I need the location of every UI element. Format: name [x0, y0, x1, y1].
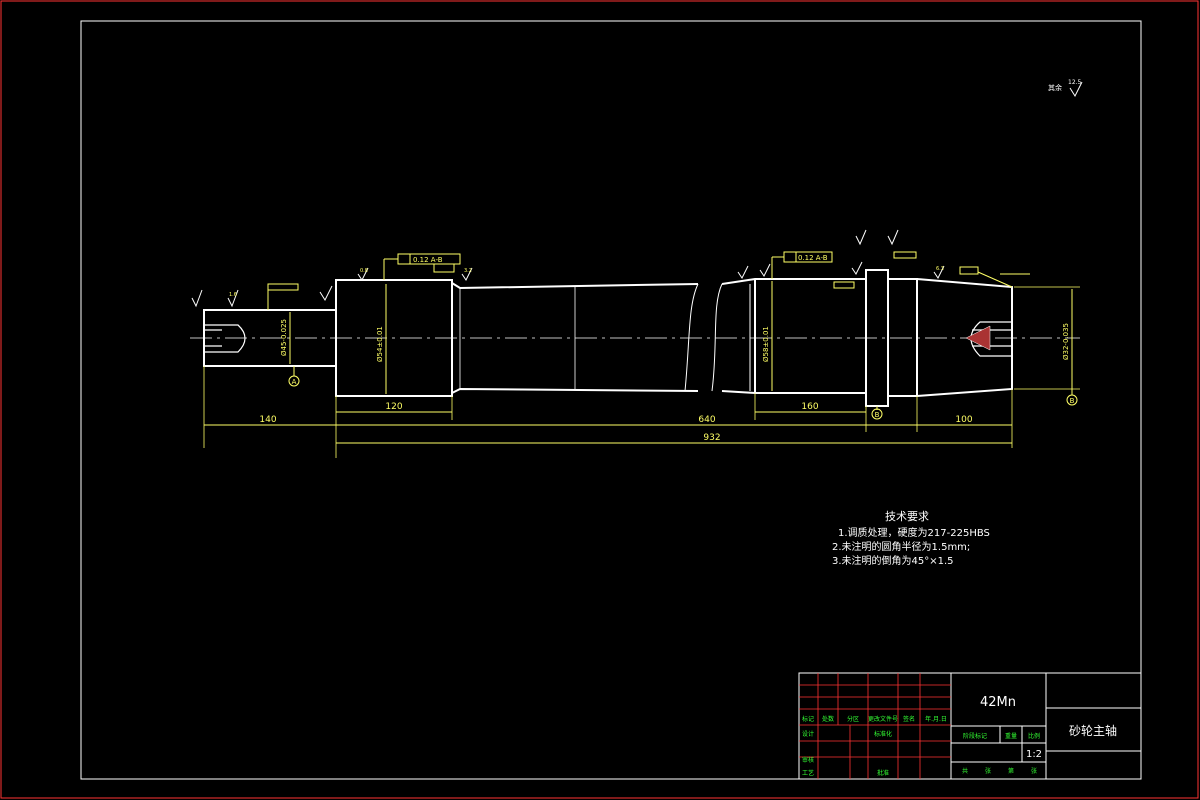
- extension-lines: [203, 286, 1080, 458]
- row-label-mark: 标记: [802, 715, 814, 723]
- row-label-date: 年.月.日: [925, 715, 947, 723]
- roughness-label-16: 1.6: [229, 292, 237, 298]
- mid-label-standard: 标准化: [874, 730, 892, 738]
- datum-b-flange-label: B: [875, 411, 880, 419]
- dim-160: 160: [801, 402, 818, 412]
- row-label-sign: 签名: [903, 715, 915, 723]
- datum-b-right: B: [1066, 387, 1078, 406]
- title-block: 42Mn 砂轮主轴 1:2 比例 重量 阶段标记 标记 处数 分区 更改文件号 …: [798, 672, 1142, 780]
- tolerance-frame-left: 0.12 A-B: [383, 253, 461, 280]
- left-label-design: 设计: [802, 730, 814, 738]
- requirement-item-1: 1.调质处理，硬度为217-225HBS: [838, 526, 990, 539]
- tolerance-left-text: 0.12 A-B: [413, 256, 443, 264]
- datum-a: A: [288, 366, 300, 387]
- requirement-item-2: 2.未注明的圆角半径为1.5mm;: [832, 540, 970, 553]
- dim-dia-right: Ø58±0.01: [762, 326, 770, 362]
- dim-dia-body: Ø54±0.01: [376, 326, 384, 362]
- datum-b-flange: B: [871, 406, 883, 420]
- row-label-zone: 分区: [847, 715, 859, 723]
- dim-dia-left: Ø45-0.025: [280, 319, 288, 356]
- stage-label: 阶段标记: [963, 732, 987, 740]
- scale-value: 1:2: [1026, 749, 1042, 760]
- dim-140: 140: [259, 415, 276, 425]
- row-label-count: 处数: [822, 715, 834, 723]
- scale-label: 比例: [1028, 732, 1040, 740]
- sheet-label-total: 共: [962, 767, 968, 775]
- left-center-hole: [204, 324, 246, 353]
- inner-frame: [80, 20, 1142, 780]
- datum-a-label: A: [292, 378, 297, 386]
- dim-120: 120: [385, 402, 402, 412]
- dimension-lines: [204, 281, 1073, 444]
- small-tol-left: [267, 251, 1030, 310]
- requirements-title: 技术要求: [885, 510, 929, 523]
- row-label-file: 更改文件号: [868, 715, 898, 723]
- tolerance-frame-right: 0.12 A-B: [771, 251, 833, 279]
- roughness-rest-value: 12.5: [1068, 79, 1082, 86]
- sheet-label-no: 第: [1008, 767, 1014, 775]
- dim-640: 640: [698, 415, 715, 425]
- roughness-label-63: 6.3: [936, 266, 944, 272]
- tolerance-right-text: 0.12 A-B: [798, 254, 828, 262]
- left-label-review: 审核: [802, 756, 814, 764]
- datum-b-right-label: B: [1070, 397, 1075, 405]
- weight-label: 重量: [1005, 732, 1017, 740]
- sheet-label-unit2: 张: [1031, 767, 1037, 775]
- roughness-label-08: 0.8: [360, 268, 368, 274]
- right-center-hole: [965, 321, 1012, 357]
- dim-dia-cone: Ø32-0.035: [1062, 323, 1070, 360]
- left-label-process: 工艺: [802, 769, 814, 777]
- roughness-rest-label: 其余: [1048, 83, 1062, 92]
- roughness-symbols: [191, 81, 1083, 308]
- roughness-label-32: 3.2: [464, 268, 472, 274]
- dim-100: 100: [955, 415, 972, 425]
- material: 42Mn: [980, 695, 1016, 710]
- mid-label-approve: 批准: [877, 769, 889, 777]
- sheet-label-unit1: 张: [985, 767, 991, 775]
- part-name: 砂轮主轴: [1069, 723, 1117, 738]
- dim-932: 932: [703, 433, 720, 443]
- requirement-item-3: 3.未注明的倒角为45°×1.5: [832, 554, 954, 567]
- shaft-detail-lines: [451, 285, 576, 391]
